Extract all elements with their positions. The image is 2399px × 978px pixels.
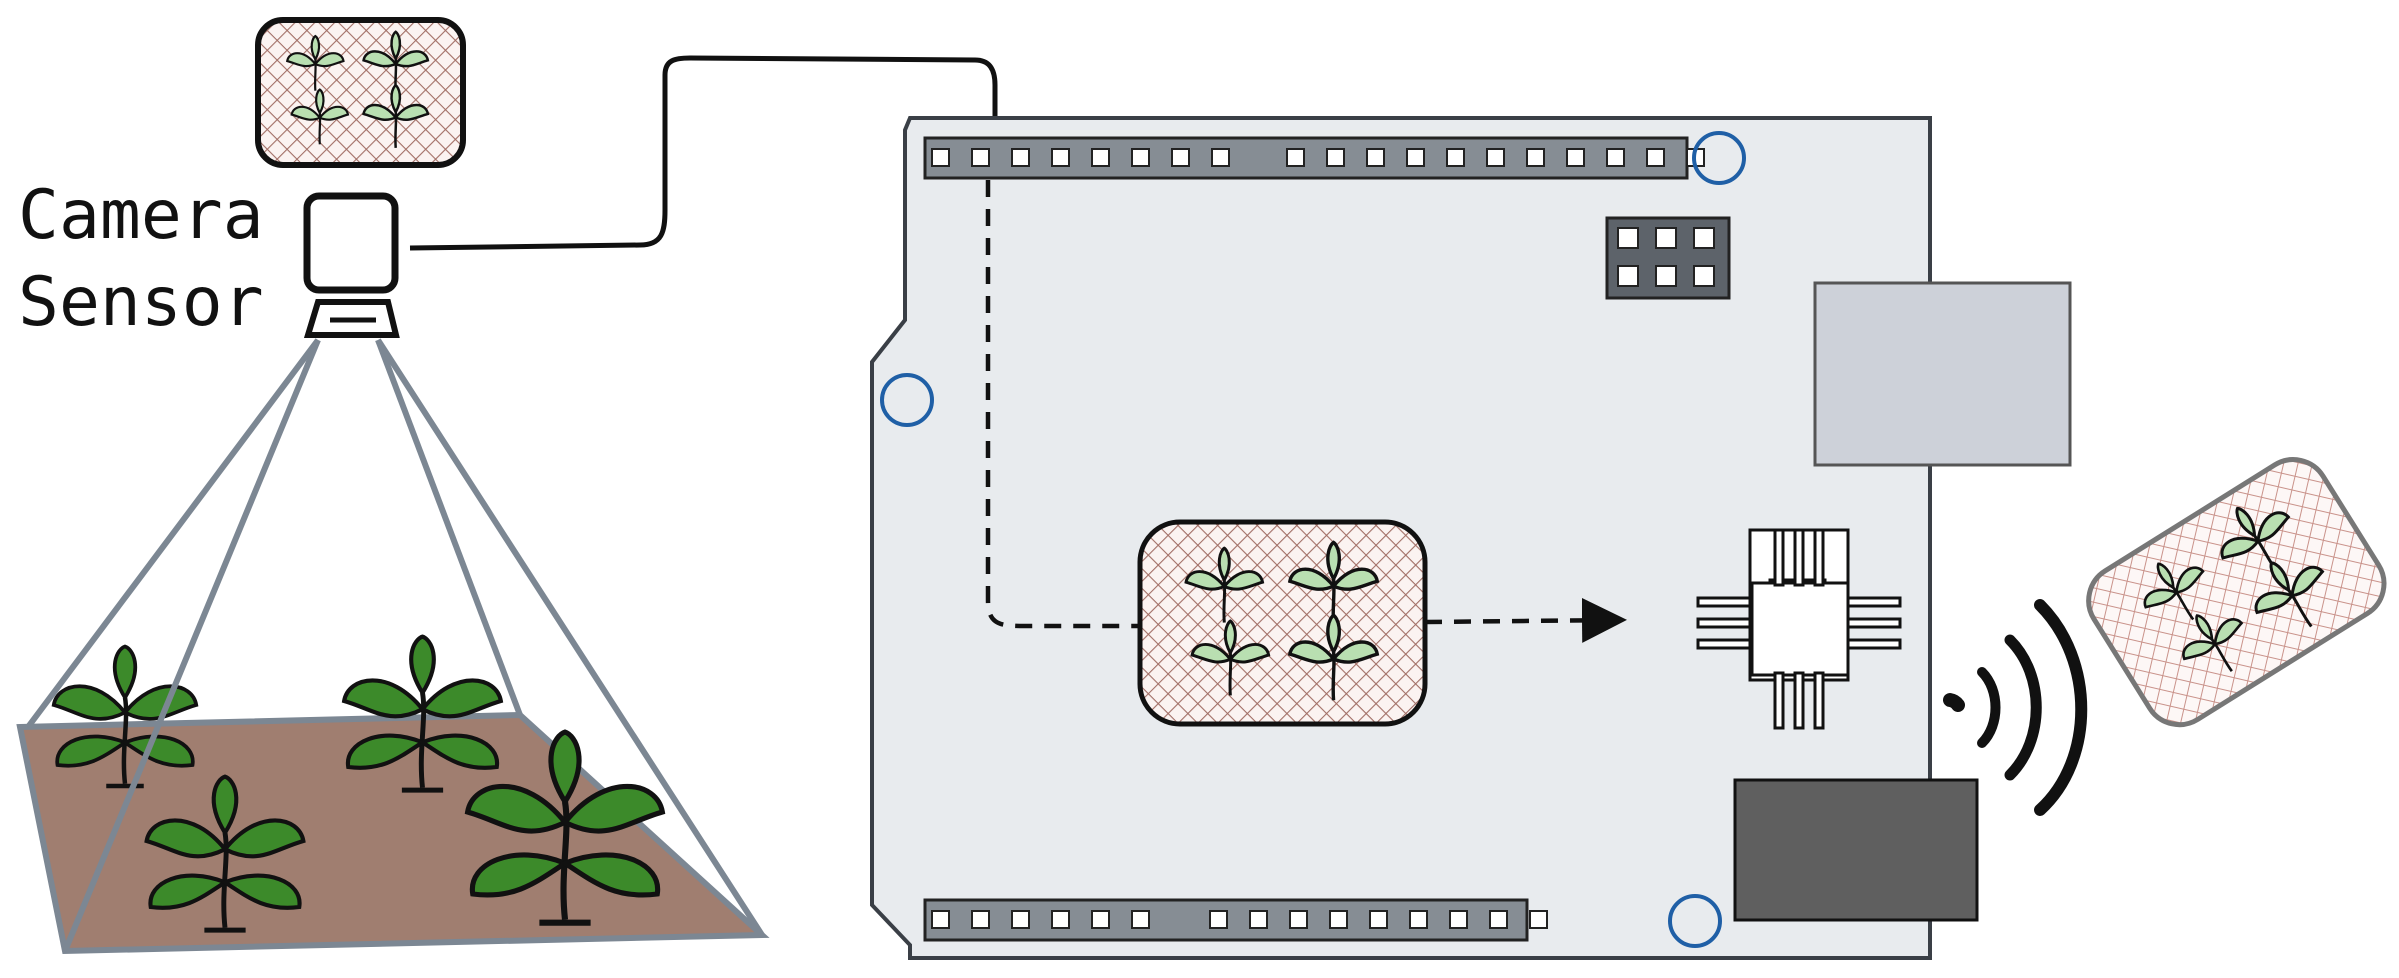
camera-label-line1: Camera [18,176,264,255]
camera-field-of-view [25,338,765,953]
camera-icon [303,192,400,338]
header-pin [1286,148,1305,167]
header-pin [1051,148,1070,167]
board-image-buffer [1137,519,1428,727]
header-pin [1489,910,1508,929]
camera-cable [409,55,998,251]
data-flow-path-in [985,180,1140,629]
header-pin [1526,148,1545,167]
header-pin [1369,910,1388,929]
header-pin [1566,148,1585,167]
header-pin [1209,910,1228,929]
header-pin [1171,148,1190,167]
header-pin [931,910,950,929]
mounting-holes [880,131,1746,948]
mounting-hole [1668,894,1722,948]
header-pin [1211,148,1230,167]
icsp-pin [1655,265,1677,287]
header-pin [1091,910,1110,929]
header-pin [1366,148,1385,167]
header-pin [1486,148,1505,167]
header-pin [1091,148,1110,167]
power-jack [1733,778,1979,922]
header-pin [1606,148,1625,167]
header-pin [971,910,990,929]
icsp-pin [1655,227,1677,249]
header-pin [931,148,950,167]
header-pin [1446,148,1465,167]
camera-label-line2: Sensor [18,263,264,342]
header-pin [1289,910,1308,929]
transmitted-image [2086,457,2387,728]
captured-image-thumbnail [255,17,466,168]
header-pin [1011,910,1030,929]
header-pin [1249,910,1268,929]
icsp-pin [1617,227,1639,249]
icsp-header [1605,216,1731,300]
header-pin [1131,148,1150,167]
usb-connector [1813,281,2072,467]
header-pin [1409,910,1428,929]
wifi-signal-icon [1943,599,2088,816]
header-pin [1326,148,1345,167]
header-pin [1051,910,1070,929]
data-flow-arrow-out [1424,597,1627,643]
microcontroller-chip-icon [1696,528,1902,730]
header-pin [1406,148,1425,167]
header-pin [1449,910,1468,929]
icsp-pin [1693,227,1715,249]
bottom-pin-header [923,898,1548,942]
mounting-hole [1692,131,1746,185]
icsp-pin [1693,265,1715,287]
header-pin [1329,910,1348,929]
header-pin [971,148,990,167]
mounting-hole [880,373,934,427]
header-pin [1529,910,1548,929]
header-pin [1646,148,1665,167]
header-pin [1131,910,1150,929]
header-pin [1011,148,1030,167]
icsp-pin [1617,265,1639,287]
top-pin-header [923,136,1705,180]
